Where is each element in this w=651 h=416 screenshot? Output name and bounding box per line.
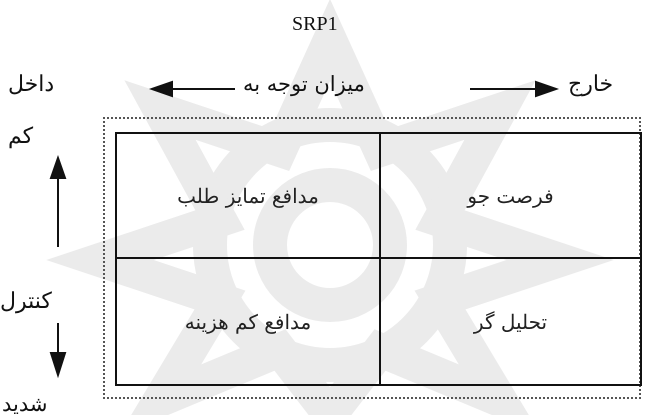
quadrant-bottom-left: مدافع کم هزینه <box>117 259 381 384</box>
up-arrow-head <box>49 154 67 179</box>
left-arrow-head <box>148 80 173 98</box>
axis-label-inside: داخل <box>8 72 55 97</box>
down-arrow-head <box>49 352 67 379</box>
quadrant-bottom-left-label: مدافع کم هزینه <box>184 309 312 334</box>
quadrant-top-right-label: فرصت جو <box>467 183 554 208</box>
quadrant-top-left-label: مدافع تمایز طلب <box>177 183 319 208</box>
quadrant-top-left: مدافع تمایز طلب <box>117 134 381 259</box>
strategy-matrix: مدافع تمایز طلب فرصت جو مدافع کم هزینه ت… <box>115 132 642 386</box>
quadrant-top-right: فرصت جو <box>381 134 640 259</box>
axis-label-control: کنترل <box>0 289 52 314</box>
axis-label-attention: میزان توجه به <box>243 72 365 96</box>
axis-label-high: شدید <box>2 392 48 416</box>
axis-label-outside: خارج <box>568 72 614 97</box>
quadrant-bottom-right-label: تحلیل گر <box>473 309 548 334</box>
quadrant-bottom-right: تحلیل گر <box>381 259 640 384</box>
right-arrow-head <box>535 80 560 98</box>
diagram-title: SRP1 <box>292 13 338 35</box>
axis-label-low: کم <box>8 124 34 149</box>
